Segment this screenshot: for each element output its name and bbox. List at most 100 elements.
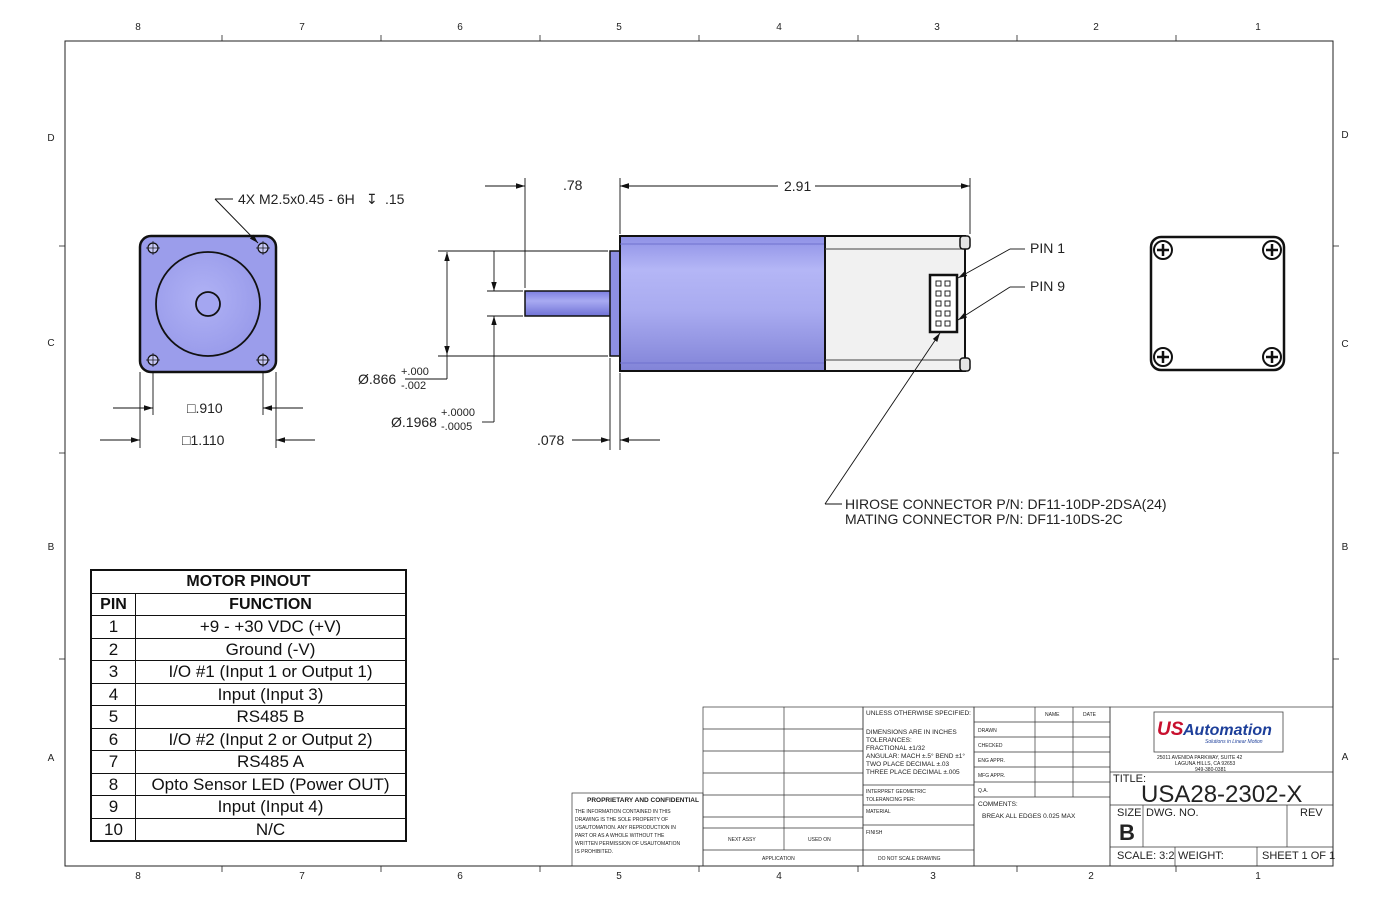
weight-label: WEIGHT: [1178, 850, 1224, 862]
tol-line-5: ANGULAR: MACH ±.5° BEND ±1° [866, 752, 965, 760]
table-row: 1+9 - +30 VDC (+V) [90, 615, 407, 639]
zone-col-bottom-5: 5 [616, 871, 622, 882]
thread-note: 4X M2.5x0.45 - 6H [238, 191, 355, 207]
motor-body [619, 235, 826, 372]
rev-label: REV [1300, 807, 1323, 819]
used-on-label: USED ON [808, 837, 831, 843]
thread-depth-symbol: ↧ [366, 191, 378, 207]
approval-checked: CHECKED [978, 743, 1003, 749]
dim-pilot-tol-minus: -.002 [401, 380, 426, 392]
tol-line-2: DIMENSIONS ARE IN INCHES [866, 729, 957, 736]
zone-col-top-5: 5 [616, 22, 622, 33]
tol-line-4: FRACTIONAL ±1/32 [866, 745, 925, 752]
material-label: MATERIAL [866, 809, 891, 815]
pin-function: Ground (-V) [135, 637, 407, 661]
hirose-connector [928, 273, 959, 334]
zone-row-right-c: C [1341, 339, 1348, 350]
dim-inner-square: □.910 [187, 400, 223, 416]
application-label: APPLICATION [762, 856, 795, 862]
pin-number: 10 [90, 817, 136, 842]
zone-col-top-6: 6 [457, 22, 463, 33]
logo-prefix: US [1157, 719, 1184, 740]
dim-shaft-tol-minus: -.0005 [441, 421, 472, 433]
pin-number: 4 [90, 682, 136, 706]
interpret-line-2: TOLERANCING PER: [866, 797, 915, 803]
logo-brand: Automation [1182, 722, 1272, 739]
proprietary-line-3: USAUTOMATION. ANY REPRODUCTION IN [575, 825, 676, 831]
title-block: PROPRIETARY AND CONFIDENTIAL THE INFORMA… [571, 706, 1335, 867]
address-line-2: LAGUNA HILLS, CA 92653 [1175, 761, 1236, 767]
pin-function: Input (Input 3) [135, 682, 407, 706]
size-value: B [1119, 820, 1135, 845]
zone-col-bottom-6: 6 [457, 871, 463, 882]
proprietary-line-6: IS PROHIBITED. [575, 849, 613, 855]
scale-label: SCALE: 3:2 [1117, 850, 1174, 862]
zone-col-top-3: 3 [934, 22, 940, 33]
comments-text: BREAK ALL EDGES 0.025 MAX [982, 813, 1076, 820]
comments-label: COMMENTS: [978, 801, 1018, 808]
zone-labels: 8 7 6 5 4 3 2 1 8 7 6 5 4 3 2 1 D C B A … [47, 22, 1348, 882]
zone-col-top-2: 2 [1093, 22, 1099, 33]
approval-mfg: MFG APPR. [978, 773, 1005, 779]
pinout-header-function: FUNCTION [135, 592, 407, 616]
pin-function: I/O #1 (Input 1 or Output 1) [135, 660, 407, 684]
zone-col-bottom-1: 1 [1255, 871, 1261, 882]
name-header: NAME [1045, 712, 1060, 718]
zone-col-bottom-4: 4 [776, 871, 782, 882]
zone-col-top-4: 4 [776, 22, 782, 33]
approval-drawn: DRAWN [978, 728, 997, 734]
dim-body-length: 2.91 [784, 178, 811, 194]
zone-col-bottom-2: 2 [1088, 871, 1094, 882]
pin-number: 5 [90, 705, 136, 729]
proprietary-line-4: PART OR AS A WHOLE WITHOUT THE [575, 833, 665, 839]
connector-pins [935, 280, 951, 327]
pin-function: Input (Input 4) [135, 795, 407, 819]
rear-flange [1149, 235, 1286, 372]
tol-line-7: THREE PLACE DECIMAL ±.005 [866, 769, 960, 776]
zone-col-top-8: 8 [135, 22, 141, 33]
front-view: 4X M2.5x0.45 - 6H ↧ .15 □.910 □1.110 [100, 191, 405, 448]
side-view: .78 2.91 Ø.866 +.000 -.002 Ø.1968 +.0000… [358, 177, 1167, 527]
zone-col-bottom-8: 8 [135, 871, 141, 882]
dim-shaft-tol-plus: +.0000 [441, 407, 475, 419]
rear-view [1149, 235, 1286, 372]
date-header: DATE [1083, 712, 1097, 718]
address-line-3: 949-380-0381 [1195, 767, 1226, 773]
do-not-scale-label: DO NOT SCALE DRAWING [878, 856, 941, 862]
thread-depth: .15 [385, 191, 405, 207]
dim-pilot-diameter: Ø.866 [358, 371, 396, 387]
company-logo [1153, 711, 1284, 753]
logo-tagline: Solutions in Linear Motion [1205, 739, 1263, 745]
zone-row-left-b: B [48, 542, 55, 553]
sheet-label: SHEET 1 OF 1 [1262, 850, 1335, 862]
zone-row-right-d: D [1341, 130, 1348, 141]
motor-pinout-table: MOTOR PINOUT PIN FUNCTION 1+9 - +30 VDC … [90, 569, 407, 842]
pin-number: 9 [90, 795, 136, 819]
pin-number: 6 [90, 727, 136, 751]
zone-row-left-a: A [48, 753, 55, 764]
mating-note: MATING CONNECTOR P/N: DF11-10DS-2C [845, 511, 1123, 527]
pinout-title: MOTOR PINOUT [90, 569, 407, 594]
connector-note: HIROSE CONNECTOR P/N: DF11-10DP-2DSA(24) [845, 496, 1167, 512]
pin1-label: PIN 1 [1030, 240, 1065, 256]
zone-row-right-b: B [1342, 542, 1349, 553]
dim-pilot-thickness: .078 [537, 432, 564, 448]
pin-function: +9 - +30 VDC (+V) [135, 615, 407, 639]
front-shaft-circle [195, 291, 221, 317]
zone-row-left-d: D [47, 133, 54, 144]
tol-line-1: UNLESS OTHERWISE SPECIFIED: [866, 710, 971, 717]
pin-function: N/C [135, 817, 407, 842]
zone-col-top-7: 7 [299, 22, 305, 33]
pin-number: 1 [90, 615, 136, 639]
title-label: TITLE: [1113, 773, 1146, 785]
finish-label: FINISH [866, 830, 883, 836]
pin-number: 8 [90, 772, 136, 796]
pinout-title-row: MOTOR PINOUT [90, 569, 407, 594]
tol-line-6: TWO PLACE DECIMAL ±.03 [866, 761, 950, 768]
